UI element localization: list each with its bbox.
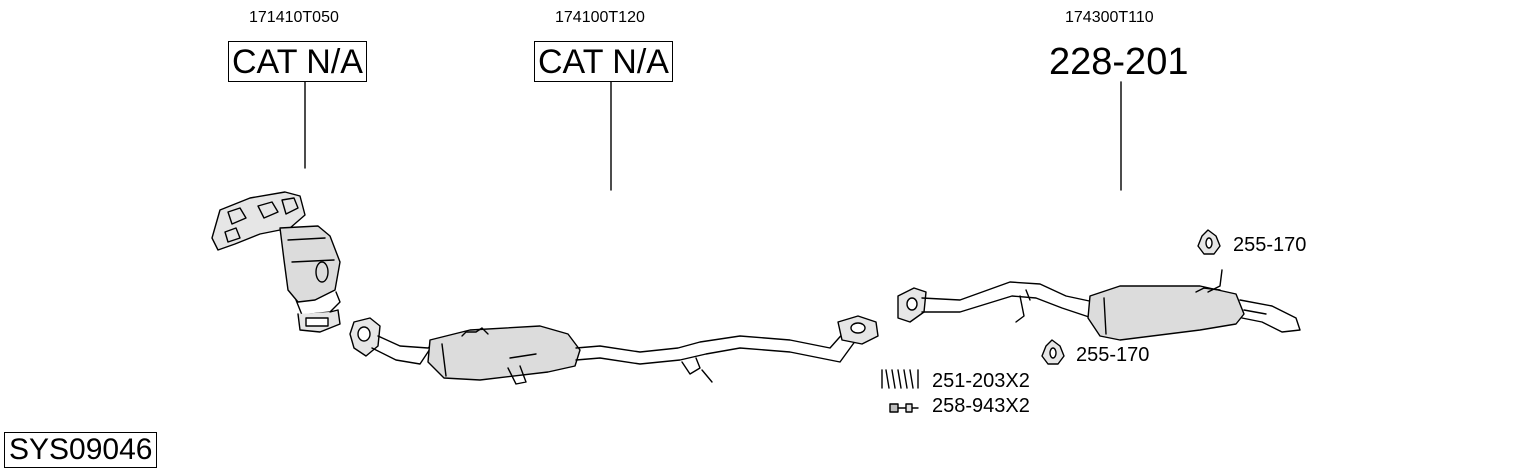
system-code: SYS09046	[4, 432, 158, 468]
part-code-front[interactable]: CAT N/A	[534, 41, 673, 82]
manifold-catalyst-part	[211, 191, 341, 333]
oe-number-manifold: 171410T050	[249, 9, 339, 26]
oe-number-rear: 174300T110	[1065, 9, 1154, 26]
hanger-mid-icon	[1041, 339, 1065, 365]
front-pipe-part	[349, 315, 879, 385]
hanger-rear-icon	[1197, 229, 1221, 255]
bolt-icon	[889, 403, 919, 413]
spring-label[interactable]: 251-203X2	[932, 370, 1030, 392]
hanger-mid-label[interactable]: 255-170	[1076, 344, 1150, 366]
part-code-manifold[interactable]: CAT N/A	[228, 41, 367, 82]
part-code-rear[interactable]: 228-201	[1049, 41, 1189, 83]
spring-icon	[881, 369, 919, 389]
hanger-rear-label[interactable]: 255-170	[1233, 234, 1307, 256]
rear-silencer-part	[897, 269, 1301, 341]
oe-number-front: 174100T120	[555, 9, 645, 26]
bolt-label[interactable]: 258-943X2	[932, 395, 1030, 417]
